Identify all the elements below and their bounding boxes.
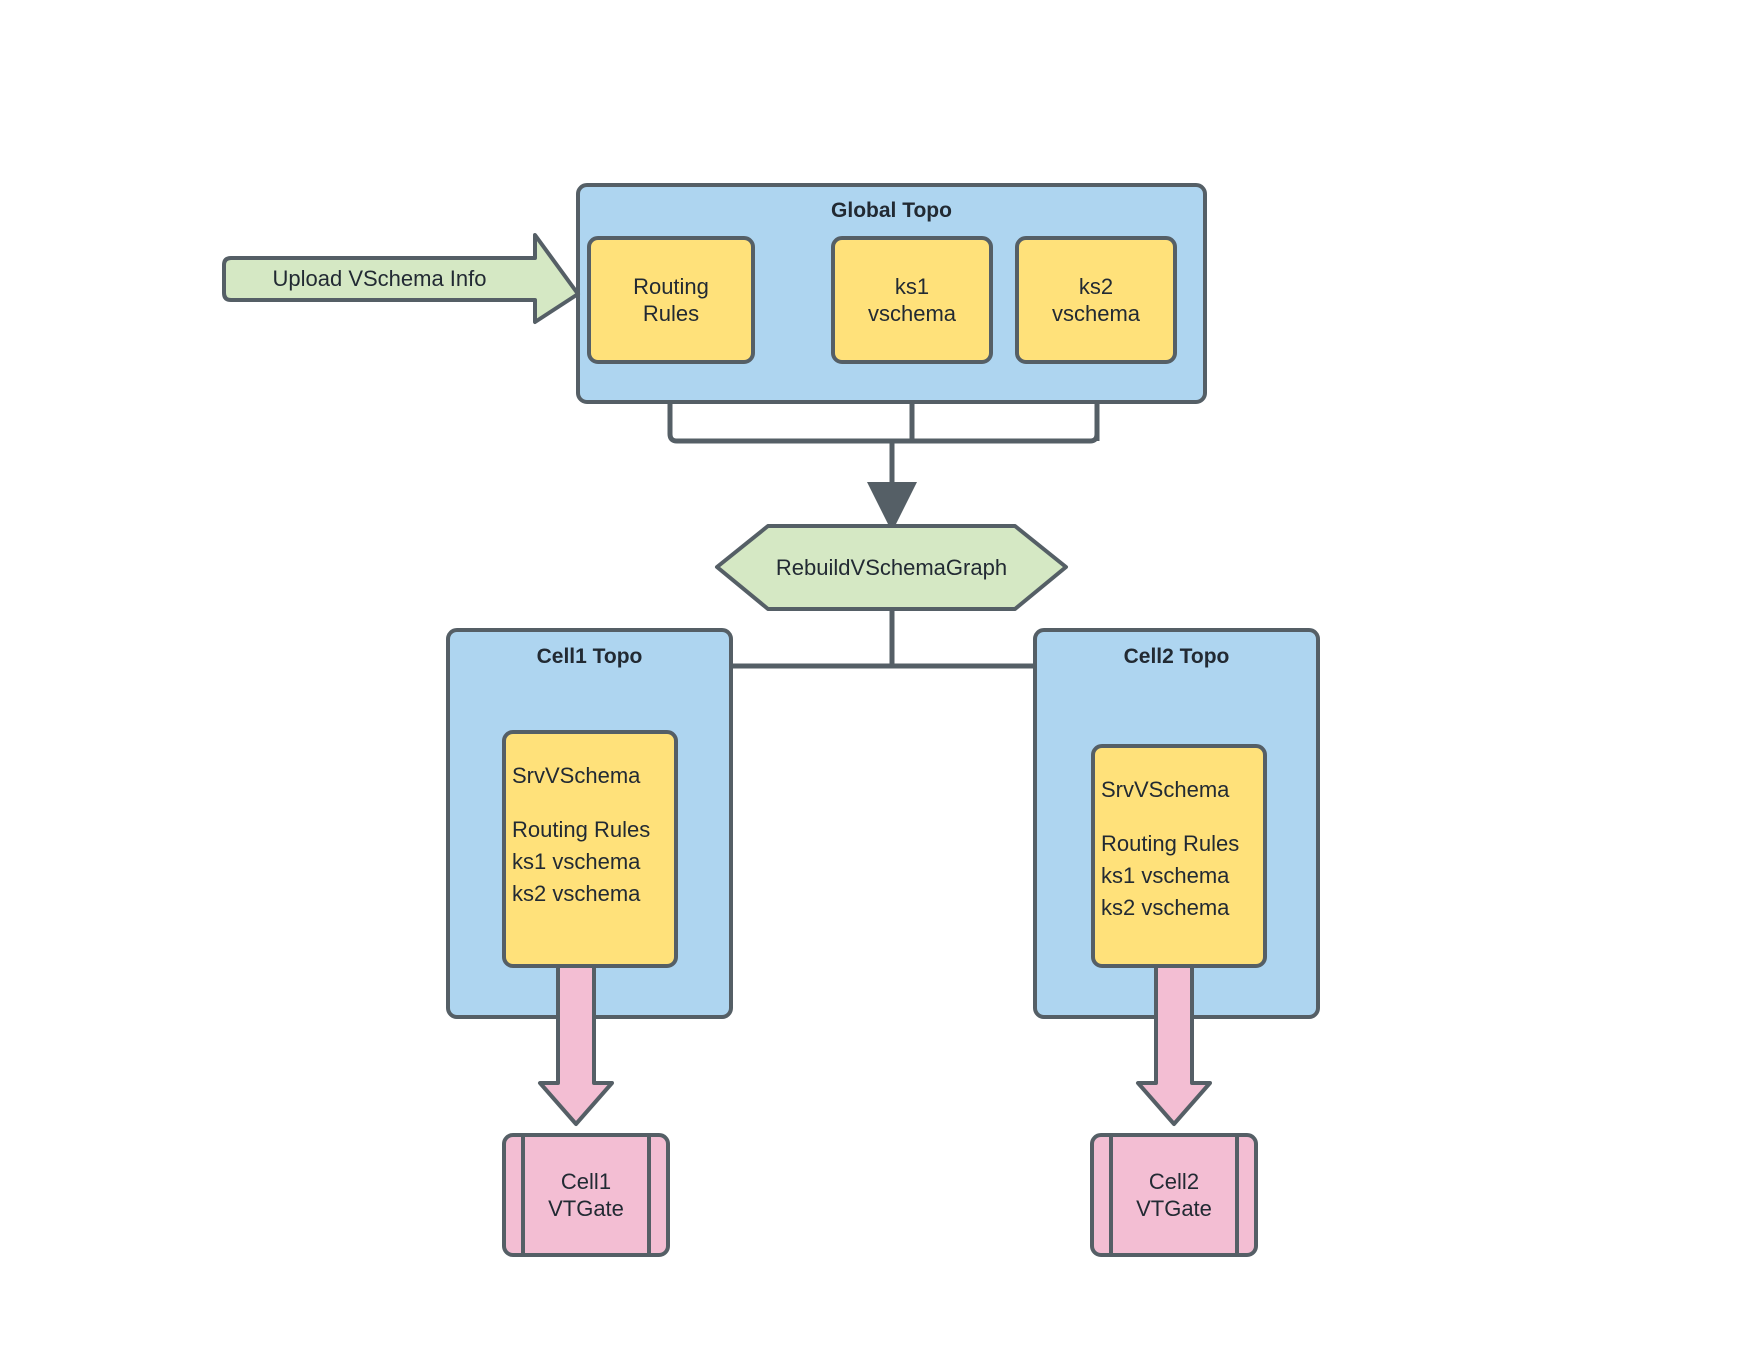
rebuild-vschema-graph-hexagon[interactable] [715, 524, 1068, 611]
routing-rules-box[interactable] [587, 236, 755, 364]
cell1-srvvschema-box[interactable] [502, 730, 678, 968]
cell2-vtgate-shape[interactable] [1090, 1133, 1258, 1257]
cell2-srvvschema-box[interactable] [1091, 744, 1267, 968]
upload-vschema-arrow-shape[interactable] [222, 233, 580, 324]
ks1-vschema-box[interactable] [831, 236, 993, 364]
ks2-vschema-box[interactable] [1015, 236, 1177, 364]
cell1-vtgate-shape[interactable] [502, 1133, 670, 1257]
